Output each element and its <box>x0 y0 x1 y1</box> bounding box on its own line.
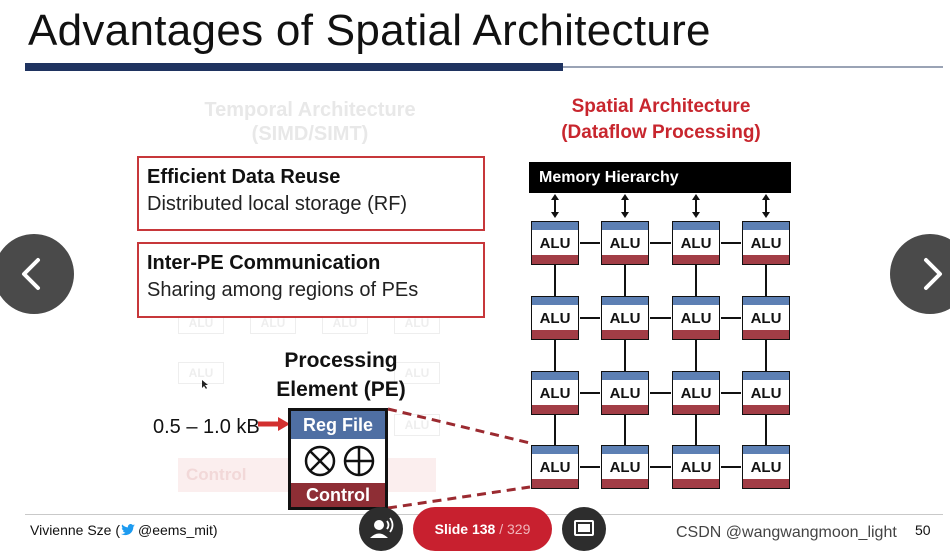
spatial-title-line2: (Dataflow Processing) <box>561 122 761 143</box>
pe-alu: ALU <box>531 371 579 415</box>
speaker-icon <box>370 517 394 538</box>
slide-page-number: 50 <box>915 522 931 538</box>
title-underline-thin <box>563 66 943 68</box>
temporal-title-line1: Temporal Architecture <box>204 99 416 121</box>
previous-slide-button[interactable] <box>0 234 74 314</box>
temporal-alu: ALU <box>394 362 440 384</box>
pe-alu: ALU <box>601 221 649 265</box>
pe-control: Control <box>291 483 385 507</box>
pe-alu: ALU <box>672 445 720 489</box>
pe-alu: ALU <box>672 371 720 415</box>
callout-inter-pe: Inter-PE Communication Sharing among reg… <box>137 242 485 318</box>
callout-heading: Efficient Data Reuse <box>147 166 341 188</box>
pe-alu: ALU <box>742 296 790 340</box>
pe-alu: ALU <box>531 296 579 340</box>
pe-alu: ALU <box>601 445 649 489</box>
pe-reg-file: Reg File <box>291 411 385 439</box>
temporal-architecture-title: Temporal Architecture (SIMD/SIMT) <box>160 98 460 146</box>
chevron-left-icon <box>22 258 40 290</box>
temporal-title-line2: (SIMD/SIMT) <box>251 123 369 145</box>
pe-diagram: Reg File Control <box>288 408 388 510</box>
slide-total: / 329 <box>499 521 531 537</box>
pe-alu: ALU <box>531 445 579 489</box>
spatial-architecture-title: Spatial Architecture (Dataflow Processin… <box>530 94 792 146</box>
title-underline <box>25 63 563 71</box>
pe-alu: ALU <box>672 221 720 265</box>
slide-current: Slide 138 <box>434 521 496 537</box>
chevron-right-icon <box>924 258 942 290</box>
slide-counter-button[interactable]: Slide 138 / 329 <box>413 507 552 551</box>
watermark-text: CSDN @wangwangmoon_light <box>676 524 897 541</box>
temporal-alu: ALU <box>394 414 440 436</box>
next-slide-button[interactable] <box>890 234 950 314</box>
size-arrow-icon <box>258 417 290 431</box>
rf-size-label: 0.5 – 1.0 kB <box>153 416 260 438</box>
author-handle: @eems_mit) <box>138 522 218 538</box>
footer-author: Vivienne Sze ( @eems_mit) <box>30 522 218 538</box>
pe-alu: ALU <box>672 296 720 340</box>
callout-body: Distributed local storage (RF) <box>147 193 408 215</box>
callout-heading: Inter-PE Communication <box>147 252 381 274</box>
speaker-view-button[interactable] <box>359 507 403 551</box>
pe-alu: ALU <box>742 445 790 489</box>
pe-label-line1: Processing <box>284 349 398 372</box>
callout-data-reuse: Efficient Data Reuse Distributed local s… <box>137 156 485 231</box>
fullscreen-button[interactable] <box>562 507 606 551</box>
pe-alu: ALU <box>742 221 790 265</box>
slide-title: Advantages of Spatial Architecture <box>28 6 711 55</box>
pe-alu: ALU <box>601 296 649 340</box>
pe-alu: ALU <box>601 371 649 415</box>
pe-label: Processing Element (PE) <box>268 346 414 404</box>
pe-label-line2: Element (PE) <box>276 378 406 401</box>
callout-body: Sharing among regions of PEs <box>147 279 419 301</box>
memory-hierarchy: Memory Hierarchy <box>529 162 791 193</box>
pe-alu: ALU <box>742 371 790 415</box>
twitter-bird-icon <box>121 524 136 536</box>
temporal-alu: ALU <box>178 362 224 384</box>
cursor-icon <box>202 380 208 389</box>
pe-operators-icon <box>304 445 375 477</box>
author-name: Vivienne Sze ( <box>30 522 121 538</box>
pe-alu: ALU <box>531 221 579 265</box>
screen-icon <box>574 520 594 536</box>
spatial-title-line1: Spatial Architecture <box>571 96 751 117</box>
